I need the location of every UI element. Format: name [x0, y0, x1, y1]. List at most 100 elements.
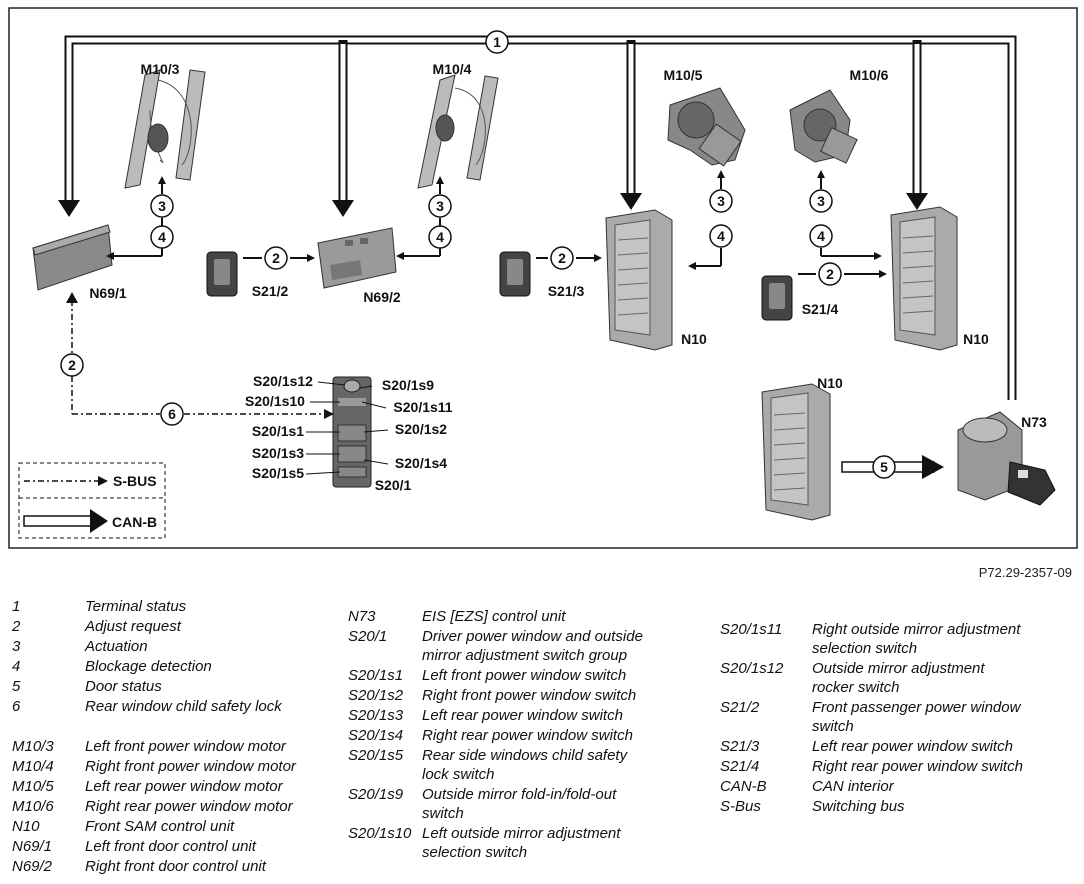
signal-2-circle-s21-3 — [550, 246, 574, 270]
legend-description: Left rear power window switch — [422, 707, 623, 724]
label-n10-a: N10 — [681, 331, 707, 347]
legend-key: 2 — [12, 618, 21, 635]
legend-description: Left outside mirror adjustment — [422, 825, 621, 842]
label-n69-2: N69/2 — [363, 289, 401, 305]
legend-description: Adjust request — [85, 618, 181, 635]
can-arrow-n10-b — [906, 193, 928, 210]
signal-3-label-m10-6: 3 — [817, 193, 825, 209]
legend-description: Rear window child safety lock — [85, 698, 282, 715]
s-bus-arrow-s20-1 — [324, 409, 334, 419]
legend-description: Left front door control unit — [85, 838, 256, 855]
legend-description: Right outside mirror adjustment — [812, 621, 1021, 638]
legend-description: Right front door control unit — [85, 858, 266, 875]
legend-key: N10 — [12, 818, 40, 835]
legend-description: Actuation — [85, 638, 148, 655]
legend-description: Blockage detection — [85, 658, 212, 675]
n69-1-control-unit-graphic — [32, 224, 113, 291]
label-s21-4: S21/4 — [802, 301, 839, 317]
signal-4-circle-m10-3 — [150, 225, 174, 249]
legend-key: 1 — [12, 598, 21, 615]
legend-key: N73 — [348, 608, 376, 625]
legend-description-cont: selection switch — [812, 640, 918, 657]
legend-description: Rear side windows child safety — [422, 747, 628, 764]
signal-4-circle-m10-5 — [709, 224, 733, 248]
legend-description-cont: switch — [812, 718, 854, 735]
legend-description: Terminal status — [85, 598, 187, 615]
s-bus-lines — [71, 300, 332, 415]
legend-key: S20/1s3 — [348, 707, 404, 724]
signal-3-circle-m10-5 — [709, 189, 733, 213]
s21-2-switch-graphic — [206, 251, 238, 297]
legend-key: M10/5 — [12, 778, 54, 795]
wiring-diagram: 1 M10/3 M10/4 M10/5 M10/6 N69/1 — [8, 7, 1078, 549]
legend-description: Left rear power window motor — [85, 778, 283, 795]
n69-2-control-unit-graphic — [317, 227, 397, 289]
legend-description: EIS [EZS] control unit — [422, 608, 566, 625]
legend-key: M10/4 — [12, 758, 54, 775]
signal-2-circle-s21-4 — [818, 262, 842, 286]
signal-4-label-m10-3: 4 — [158, 229, 166, 245]
legend-description: Front passenger power window — [812, 699, 1021, 716]
signal-2-label-s-bus: 2 — [68, 357, 76, 373]
signal-3-label-m10-3: 3 — [158, 198, 166, 214]
m10-3-motor-graphic — [124, 69, 206, 189]
signal-3-circle-m10-6 — [809, 189, 833, 213]
legend-key: 3 — [12, 638, 21, 655]
label-n10-c: N10 — [817, 375, 843, 391]
label-m10-4: M10/4 — [433, 61, 472, 77]
legend-description: CAN interior — [812, 778, 894, 795]
inset-legend-sbus: S-BUS — [113, 473, 157, 489]
legend-key: S20/1s12 — [720, 660, 784, 677]
signal-4-label-m10-6: 4 — [817, 228, 825, 244]
legend-key: 5 — [12, 678, 21, 695]
signal-4-label-m10-4: 4 — [436, 229, 444, 245]
s21-3-switch-graphic — [499, 251, 531, 297]
signal-2-label-s21-4: 2 — [826, 266, 834, 282]
signal-3-circle-m10-3 — [150, 194, 174, 218]
legend-key: S20/1s10 — [348, 825, 412, 842]
legend-description: Left rear power window switch — [812, 738, 1013, 755]
signal-2-circle-s-bus — [60, 353, 84, 377]
label-m10-3: M10/3 — [141, 61, 180, 77]
legend-description: Left front power window switch — [422, 667, 627, 684]
signal-2-label-s21-2: 2 — [272, 250, 280, 266]
legend-description: Left front power window motor — [85, 738, 286, 755]
label-n10-b: N10 — [963, 331, 989, 347]
signal-5-label: 5 — [880, 459, 888, 475]
label-s20-1s3: S20/1s3 — [252, 445, 304, 461]
signal-3-label-m10-5: 3 — [717, 193, 725, 209]
legend-key: N69/1 — [12, 838, 53, 855]
signal-6-circle — [160, 402, 184, 426]
signal-5-circle — [872, 455, 896, 479]
n10-control-unit-b-graphic — [890, 206, 958, 351]
s21-4-switch-graphic — [761, 275, 793, 321]
legend-key: 4 — [12, 658, 21, 675]
legend-description: Switching bus — [812, 798, 905, 815]
signal-1-circle — [485, 30, 509, 54]
label-s20-1: S20/1 — [375, 477, 412, 493]
legend-description: Right rear power window motor — [85, 798, 293, 815]
label-m10-5: M10/5 — [664, 67, 703, 83]
legend-description: Right front power window switch — [422, 687, 637, 704]
legend-key: S20/1s9 — [348, 786, 404, 803]
legend-key: CAN-B — [720, 778, 767, 795]
signal-2-circle-s21-2 — [264, 246, 288, 270]
label-s20-1s1: S20/1s1 — [252, 423, 304, 439]
label-s21-2: S21/2 — [252, 283, 289, 299]
legend-key: S21/2 — [720, 699, 760, 716]
signal-1-label: 1 — [493, 34, 501, 50]
legend-description: Right front power window motor — [85, 758, 296, 775]
legend-key: S-Bus — [720, 798, 761, 815]
legend-description: Front SAM control unit — [85, 818, 235, 835]
signal-4-circle-m10-6 — [809, 224, 833, 248]
legend-key: S20/1s5 — [348, 747, 404, 764]
inset-legend — [18, 462, 166, 539]
legend-description-cont: mirror adjustment switch group — [422, 647, 628, 664]
legend-description: Outside mirror adjustment — [812, 660, 985, 677]
label-s20-1s9: S20/1s9 — [382, 377, 434, 393]
label-s20-1s4: S20/1s4 — [395, 455, 447, 471]
can-arrow-n69-2 — [332, 200, 354, 217]
m10-6-motor-graphic — [789, 89, 858, 164]
legend-key: S20/1 — [348, 628, 388, 645]
can-arrow-n69-1 — [58, 200, 80, 217]
